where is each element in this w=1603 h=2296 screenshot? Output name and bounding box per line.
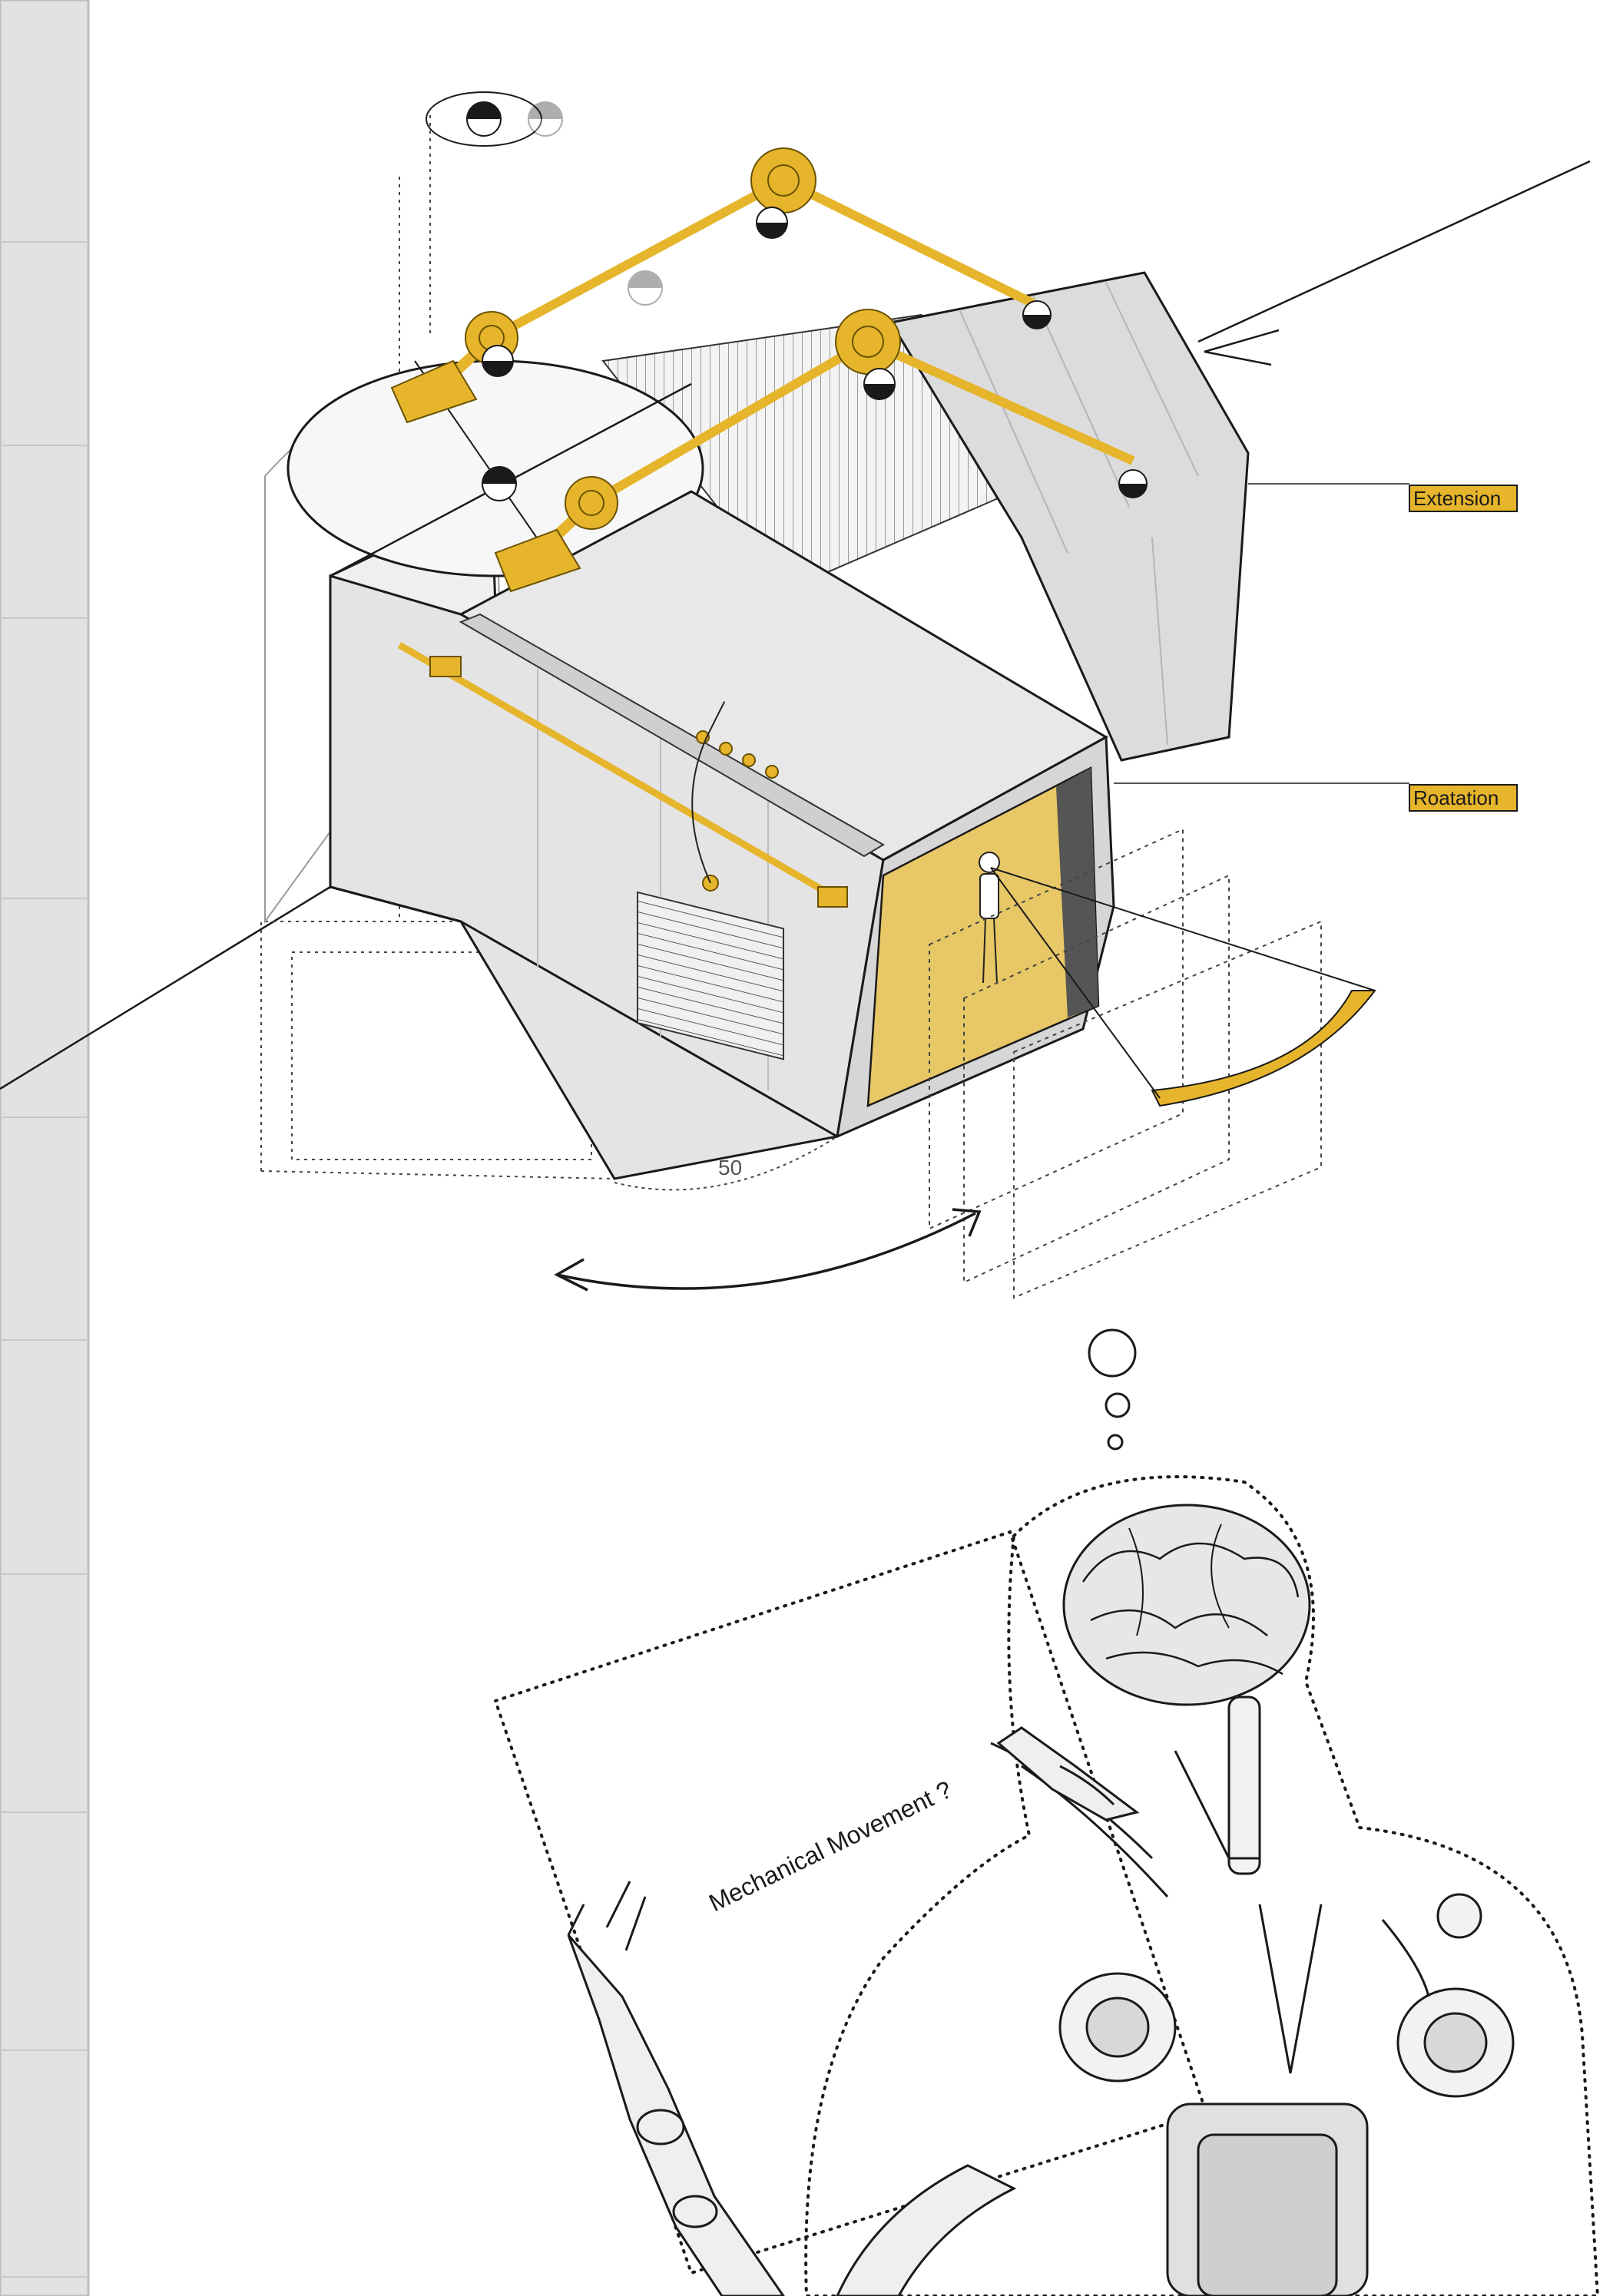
rotation-icon — [628, 270, 663, 306]
cable — [691, 701, 725, 884]
thought-bubbles — [1088, 1328, 1137, 1451]
callouts: Extension Roatation — [1114, 483, 1518, 812]
robot-body-outline — [804, 1475, 1600, 2296]
rotation-icon — [1118, 469, 1148, 498]
arm-foot-left — [390, 359, 478, 424]
rotation-symbols — [426, 91, 1148, 501]
arm-joint — [750, 147, 816, 213]
swing-arrow — [554, 1208, 982, 1292]
rotation-icon — [426, 91, 542, 147]
rotation-icon — [863, 368, 896, 400]
robot-figure — [567, 1475, 1600, 2296]
rotation-icon — [528, 101, 563, 137]
rotation-icon — [482, 466, 517, 501]
rotation-icon — [756, 207, 788, 239]
rotation-arc — [1151, 990, 1377, 1107]
rotation-label: Roatation — [1413, 786, 1499, 809]
robot-arm-right — [836, 1726, 1140, 2296]
main-volume — [286, 359, 1115, 1180]
arm-foot-right — [494, 528, 581, 593]
rotation-icon — [1022, 300, 1052, 329]
axis-lines — [0, 160, 1591, 1090]
arm-joint — [565, 476, 618, 530]
brain — [1062, 1504, 1311, 1706]
angle-dimension: 50 — [614, 1136, 838, 1191]
vent-grille — [637, 891, 784, 1060]
arm-joint — [835, 309, 901, 375]
rotation-icon — [482, 345, 514, 377]
thought-text: Mechanical Movement ? — [704, 1775, 956, 1917]
person-figure — [979, 852, 1000, 984]
extension-label: Extension — [1413, 487, 1501, 510]
robot-mechanics — [990, 1696, 1515, 2296]
concrete-side-strip — [0, 0, 90, 2296]
angle-label: 50 — [718, 1156, 742, 1179]
robot-arm-left — [567, 1881, 785, 2296]
